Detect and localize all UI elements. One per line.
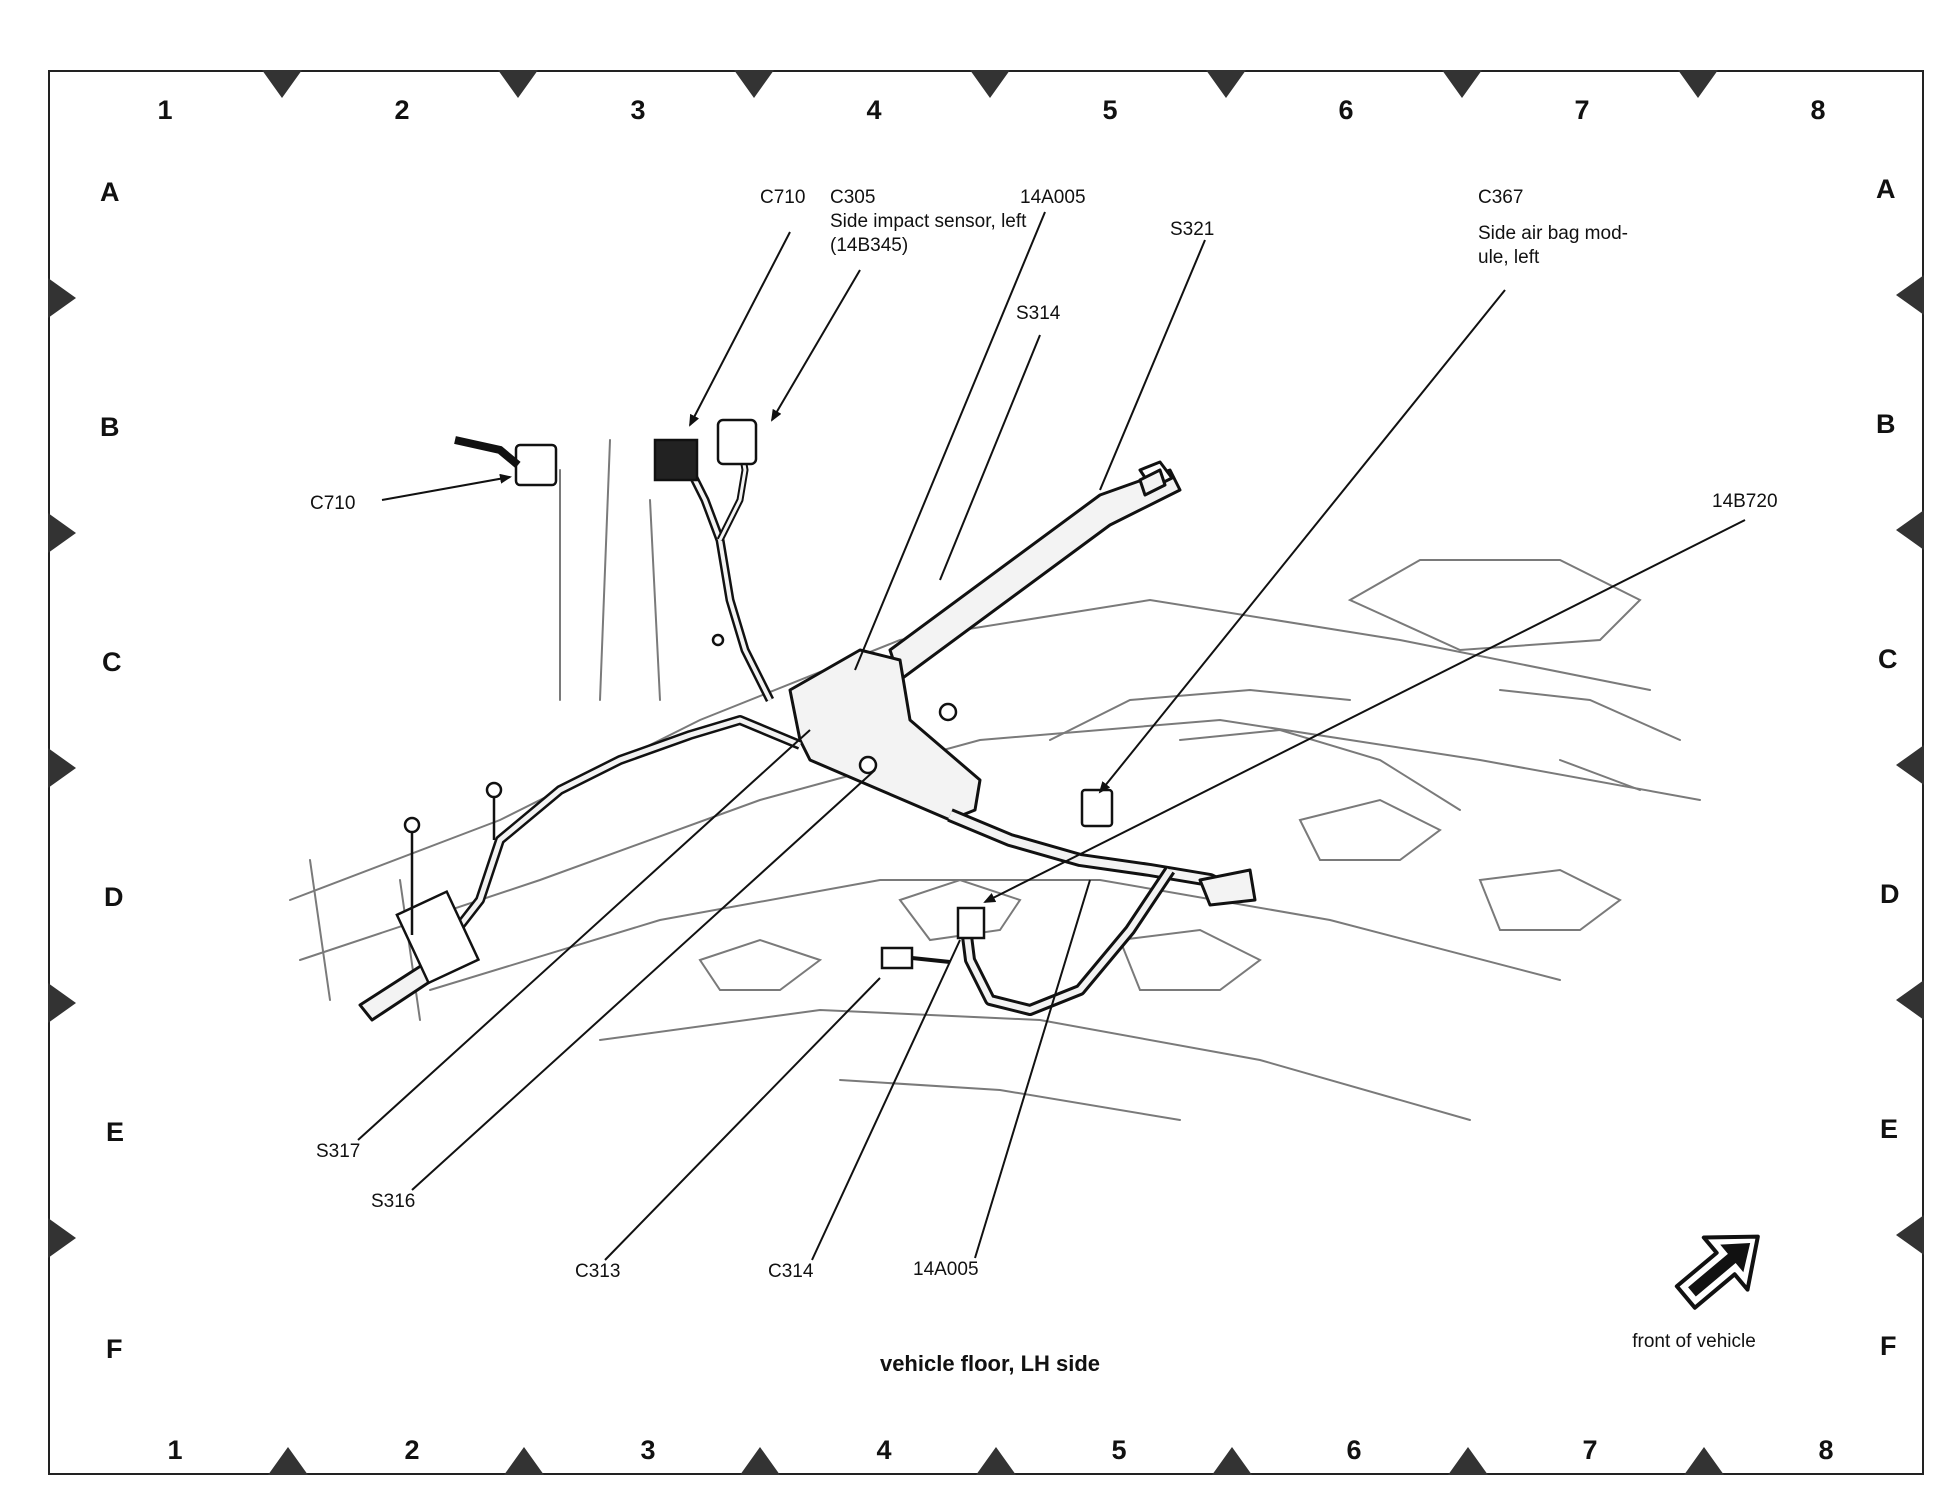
connector-c710-left bbox=[514, 443, 558, 487]
grid-row-left-e: E bbox=[106, 1117, 125, 1148]
connector-c710-top bbox=[653, 438, 699, 482]
grid-col-top-7: 7 bbox=[1574, 95, 1590, 125]
grid-row-right-a: A bbox=[1876, 174, 1896, 205]
connector-c305 bbox=[716, 418, 758, 466]
grid-col-top-4: 4 bbox=[866, 95, 882, 125]
callout-side-air-bag-module: Side air bag mod- ule, left bbox=[1478, 223, 1628, 268]
grid-col-top-8: 8 bbox=[1810, 95, 1826, 125]
callout-c313: C313 bbox=[575, 1261, 621, 1282]
grid-col-bottom-1: 1 bbox=[167, 1435, 183, 1465]
grid-row-left-a: A bbox=[100, 177, 120, 208]
grid-row-right-f: F bbox=[1880, 1331, 1897, 1362]
connector-c313 bbox=[880, 946, 914, 970]
connector-c367 bbox=[1080, 788, 1114, 828]
callout-s321: S321 bbox=[1170, 219, 1215, 240]
front-arrow-icon bbox=[1674, 1234, 1760, 1310]
grid-row-right-d: D bbox=[1880, 879, 1900, 910]
harness-bundles bbox=[358, 439, 1257, 1022]
callout-14b720: 14B720 bbox=[1712, 491, 1778, 512]
callout-14a005-bottom: 14A005 bbox=[913, 1259, 979, 1280]
grid-row-left-b: B bbox=[100, 412, 120, 443]
callout-c305: C305 bbox=[830, 187, 876, 208]
grid-col-bottom-2: 2 bbox=[404, 1435, 420, 1465]
grid-col-bottom-8: 8 bbox=[1818, 1435, 1834, 1465]
grid-ticks bbox=[48, 70, 1924, 1475]
grid-col-top-6: 6 bbox=[1338, 95, 1354, 125]
callout-c367: C367 bbox=[1478, 187, 1524, 208]
front-of-vehicle-label: front of vehicle bbox=[1632, 1331, 1756, 1352]
grid-row-right-e: E bbox=[1880, 1114, 1899, 1145]
grid-col-bottom-7: 7 bbox=[1582, 1435, 1598, 1465]
callout-s316: S316 bbox=[371, 1191, 416, 1212]
grid-col-bottom-3: 3 bbox=[640, 1435, 656, 1465]
grid-row-left-d: D bbox=[104, 882, 124, 913]
grid-row-right-b: B bbox=[1876, 409, 1896, 440]
grid-col-bottom-6: 6 bbox=[1346, 1435, 1362, 1465]
connectors bbox=[395, 418, 1114, 985]
callout-c710-left: C710 bbox=[310, 493, 356, 514]
grid-col-bottom-5: 5 bbox=[1111, 1435, 1127, 1465]
connector-c314 bbox=[956, 906, 986, 940]
diagram-title: vehicle floor, LH side bbox=[879, 1351, 1101, 1376]
grid-row-right-c: C bbox=[1878, 644, 1898, 675]
leader-lines bbox=[357, 211, 1746, 1261]
callout-c314: C314 bbox=[768, 1261, 814, 1282]
bracket-front bbox=[395, 889, 481, 985]
floor-pan-sketch bbox=[289, 439, 1701, 1121]
fasteners bbox=[403, 633, 958, 935]
grid-col-top-3: 3 bbox=[630, 95, 646, 125]
grid-row-left-f: F bbox=[106, 1334, 123, 1365]
callout-14a005-top: 14A005 bbox=[1020, 187, 1086, 208]
callout-s317: S317 bbox=[316, 1141, 361, 1162]
grid-col-top-1: 1 bbox=[157, 95, 173, 125]
grid-col-top-5: 5 bbox=[1102, 95, 1118, 125]
grid-row-left-c: C bbox=[102, 647, 122, 678]
callout-side-impact-sensor: Side impact sensor, left (14B345) bbox=[830, 211, 1027, 256]
callout-c710-top: C710 bbox=[760, 187, 806, 208]
grid-col-top-2: 2 bbox=[394, 95, 410, 125]
callout-s314: S314 bbox=[1016, 303, 1061, 324]
grid-col-bottom-4: 4 bbox=[876, 1435, 892, 1465]
